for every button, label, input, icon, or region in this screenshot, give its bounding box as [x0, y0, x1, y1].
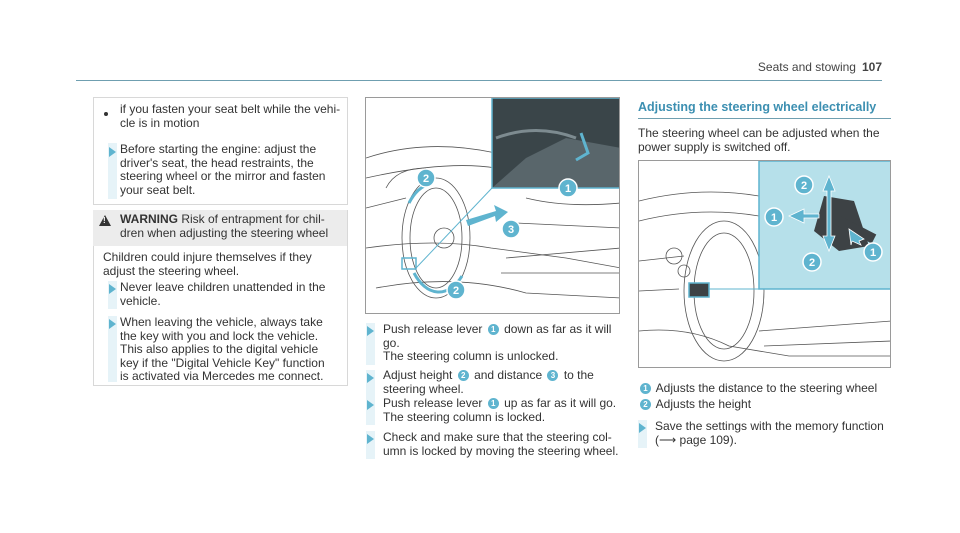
svg-text:1: 1 — [565, 183, 571, 195]
middle-step-2: Adjust height 2 and distance 3 to the st… — [383, 368, 594, 396]
svg-text:2: 2 — [423, 173, 429, 185]
page-number: 107 — [861, 60, 882, 74]
section-intro: The steering wheel can be adjusted when … — [638, 126, 880, 154]
svg-text:2: 2 — [801, 180, 807, 192]
bullet-text: if you fasten your seat belt while the v… — [120, 102, 341, 130]
page-reference-arrow-icon: ⟶ — [659, 432, 677, 447]
step-bar — [366, 323, 375, 365]
steering-column-manual-figure: 2 2 3 1 — [365, 97, 620, 314]
electric-steering-illustration: 2 1 1 2 — [639, 161, 890, 362]
svg-text:3: 3 — [508, 224, 514, 236]
svg-text:2: 2 — [809, 257, 815, 269]
bullet-box — [93, 97, 348, 205]
step-arrow-icon — [367, 326, 374, 336]
page-reference-link[interactable]: page 109). — [679, 432, 737, 447]
middle-step-3: Push release lever 1 up as far as it wil… — [383, 396, 617, 424]
figure-callout — [501, 219, 521, 239]
legend-item: 2 Adjusts the height — [638, 397, 877, 412]
step-bar — [366, 370, 375, 398]
step-arrow-icon — [109, 147, 116, 157]
steering-column-electric-figure: 2 1 1 2 — [638, 160, 891, 368]
figure-callout — [863, 242, 883, 262]
middle-step-1: Push release lever 1 down as far as it w… — [383, 322, 612, 363]
warning-body: Children could injure themselves if they… — [103, 250, 312, 278]
warning-triangle-icon — [99, 215, 111, 226]
figure-callout — [416, 168, 436, 188]
step-bar — [108, 281, 117, 309]
step-bar — [366, 431, 375, 459]
step-arrow-icon — [109, 319, 116, 329]
steering-wheel-illustration: 2 2 3 1 — [366, 98, 619, 300]
legend-item: 1 Adjusts the distance to the steering w… — [638, 381, 877, 396]
step-arrow-icon — [367, 373, 374, 383]
header-section: Seats and stowing — [757, 60, 856, 74]
figure-callout — [764, 207, 784, 227]
step-arrow-icon — [109, 284, 116, 294]
figure-callout — [802, 252, 822, 272]
running-header: Seats and stowing 107 — [758, 60, 882, 74]
section-title: Adjusting the steering wheel electricall… — [638, 100, 877, 114]
figure-callout — [558, 178, 578, 198]
step-arrow-icon — [639, 423, 646, 433]
step-bar — [108, 143, 117, 199]
step-text: Before starting the engine: adjust the d… — [120, 142, 326, 197]
warning-header — [93, 210, 347, 246]
svg-text:1: 1 — [771, 212, 777, 224]
svg-text:2: 2 — [453, 285, 459, 297]
legend: 1 Adjusts the distance to the steering w… — [638, 381, 877, 412]
step-bar — [638, 420, 647, 448]
right-step: Save the settings with the memory functi… — [655, 419, 884, 447]
warning-step-b: When leaving the vehicle, always take th… — [120, 315, 325, 383]
step-bar — [366, 397, 375, 425]
svg-text:1: 1 — [870, 247, 876, 259]
header-rule — [76, 80, 882, 81]
step-bar — [108, 316, 117, 382]
bullet-dot — [104, 112, 108, 116]
warning-title: WARNING Risk of entrapment for chil- dre… — [120, 212, 329, 240]
middle-step-4: Check and make sure that the steering co… — [383, 430, 619, 458]
step-arrow-icon — [367, 434, 374, 444]
warning-step-a: Never leave children unattended in the v… — [120, 280, 326, 308]
figure-callout — [794, 175, 814, 195]
step-arrow-icon — [367, 400, 374, 410]
section-title-rule — [638, 118, 891, 119]
figure-callout — [446, 280, 466, 300]
